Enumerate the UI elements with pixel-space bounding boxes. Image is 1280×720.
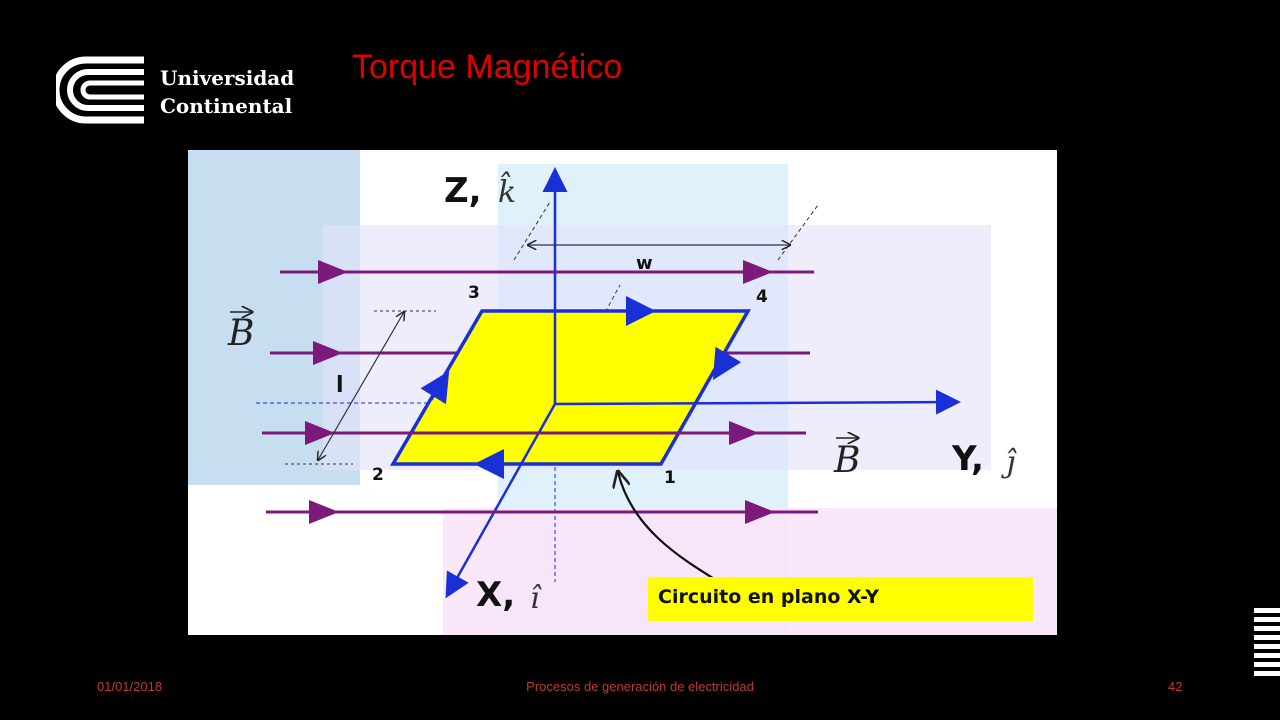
current-loop [389,309,752,466]
length-dimension-arrow [318,312,404,460]
current-arrow-right [712,346,742,381]
university-logo: Universidad Continental [52,56,306,126]
w-guide-left [513,201,551,261]
y-axis [554,389,961,415]
callout-label: Circuito en plano X-Y [658,586,879,608]
magnetic-torque-diagram: Circuito en plano X-Y Z, k̂ Y, ĵ X, î B … [188,150,1057,635]
field-label-right: B [833,438,860,481]
field-symbol-left: B [227,313,254,354]
current-arrow-left [420,370,450,405]
callout-box [648,577,1033,621]
x-axis [445,403,557,599]
decorative-stripes-icon [1254,608,1280,678]
slide-title: Torque Magnético [352,48,623,86]
x-unit-vector: î [530,581,542,616]
logo-mark-icon [52,56,144,124]
corner-4-label: 4 [756,287,768,307]
corner-3-label: 3 [468,283,480,303]
y-axis-label: Y, [951,439,984,479]
footer-course: Procesos de generación de electricidad [526,679,754,694]
logo-line-1: Universidad [160,66,295,90]
y-unit-vector: ĵ [1001,445,1017,480]
footer-date: 01/01/2018 [97,679,163,694]
field-symbol-right: B [833,440,860,481]
width-label: w [636,253,653,274]
z-unit-vector: k̂ [498,171,516,210]
footer-page-number: 42 [1168,679,1183,694]
field-label-left: B [227,312,254,354]
length-label: l [336,373,344,398]
z-axis-label: Z, [444,171,482,211]
logo-wordmark: Universidad Continental [160,64,294,120]
corner-2-label: 2 [372,465,384,485]
logo-line-2: Continental [160,94,293,118]
w-guide-right [777,204,819,261]
corner-1-label: 1 [664,468,676,488]
x-axis-label: X, [476,575,515,615]
